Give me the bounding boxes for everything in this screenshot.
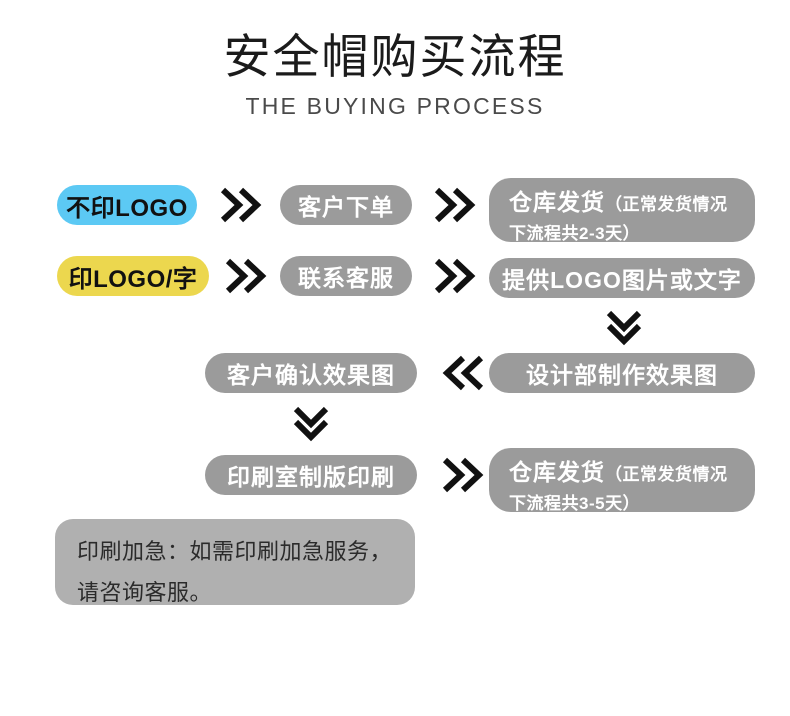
flow-node-label: 联系客服 <box>298 265 394 291</box>
flow-node-label: 印刷室制版印刷 <box>227 464 395 490</box>
chevron-double-right-icon <box>433 257 477 295</box>
flow-node-label-main: 仓库发货 <box>509 189 605 215</box>
flow-node-print-logo[interactable]: 印LOGO/字 <box>57 256 209 296</box>
flow-node-no-logo[interactable]: 不印LOGO <box>57 185 197 225</box>
chevron-double-right-icon <box>433 186 477 224</box>
flow-node-provide-logo[interactable]: 提供LOGO图片或文字 <box>489 258 755 298</box>
flow-node-warehouse-ship-1[interactable]: 仓库发货（正常发货情况下流程共2-3天） <box>489 178 755 243</box>
flow-node-design-dept[interactable]: 设计部制作效果图 <box>489 353 755 393</box>
flow-node-label-main: 仓库发货 <box>509 459 605 485</box>
flow-node-customer-confirm[interactable]: 客户确认效果图 <box>205 353 417 393</box>
flow-node-label: 设计部制作效果图 <box>526 362 718 388</box>
page-title: 安全帽购买流程 <box>223 30 567 83</box>
flow-node-label: 客户确认效果图 <box>227 362 395 388</box>
chevron-double-down-icon <box>604 306 644 346</box>
chevron-double-right-icon <box>441 456 485 494</box>
flow-node-printing-room[interactable]: 印刷室制版印刷 <box>205 455 417 495</box>
page-header: 安全帽购买流程 THE BUYING PROCESS <box>0 28 790 122</box>
flow-node-label: 印LOGO/字 <box>68 265 198 293</box>
flow-node-label: 客户下单 <box>298 194 394 220</box>
chevron-double-down-icon <box>291 402 331 442</box>
flow-node-label-sub: （正常发货情况下流程共3-5天） <box>509 465 728 513</box>
flow-node-label-sub: （正常发货情况下流程共2-3天） <box>509 195 728 243</box>
flow-node-warehouse-ship-2[interactable]: 仓库发货（正常发货情况下流程共3-5天） <box>489 448 755 513</box>
flow-node-label: 不印LOGO <box>66 194 188 222</box>
chevron-double-left-icon <box>441 354 485 392</box>
chevron-double-right-icon <box>224 257 268 295</box>
flow-node-customer-order[interactable]: 客户下单 <box>280 185 412 225</box>
flow-node-label: 提供LOGO图片或文字 <box>502 267 742 293</box>
chevron-double-right-icon <box>219 186 263 224</box>
page-subtitle: THE BUYING PROCESS <box>245 93 545 119</box>
flow-node-contact-support[interactable]: 联系客服 <box>280 256 412 296</box>
rush-printing-note: 印刷加急：如需印刷加急服务，请咨询客服。 <box>55 519 415 605</box>
